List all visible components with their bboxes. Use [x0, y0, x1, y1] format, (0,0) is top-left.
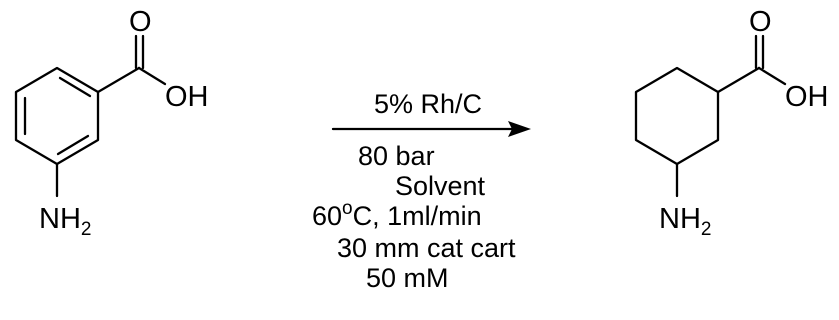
product-amine-subscript: 2 [701, 219, 712, 240]
reactant-molecule: O OH NH2 [14, 6, 209, 240]
reactant-amine-subscript: 2 [81, 219, 92, 240]
reactant-ring-to-carboxyl-bond [96, 66, 141, 94]
condition-concentration: 50 mM [366, 263, 449, 293]
reactant-amine-text: NH [39, 203, 81, 235]
condition-solvent: Solvent [395, 171, 486, 201]
reactant-hydroxyl-label: OH [165, 81, 209, 113]
reactant-ring-bonds [14, 66, 100, 166]
condition-temp-unit-flow: C, 1ml/min [353, 201, 482, 231]
product-molecule: O OH NH2 [634, 6, 829, 240]
arrow-head [508, 121, 531, 137]
reactant-amine-label: NH2 [39, 203, 91, 240]
reactant-carbonyl-oxygen: O [129, 6, 152, 38]
condition-pressure: 80 bar [358, 141, 435, 171]
reactant-c-oh-bond [137, 66, 167, 86]
reaction-conditions: 80 bar Solvent 60oC, 1ml/min 30 mm cat c… [312, 141, 516, 293]
product-amine-label: NH2 [659, 203, 711, 240]
condition-temperature-flow: 60oC, 1ml/min [312, 198, 482, 231]
catalyst-label: 5% Rh/C [374, 89, 482, 119]
product-hydroxyl-label: OH [785, 81, 829, 113]
reactant-aromatic-bond-1 [58, 76, 92, 98]
reactant-benzene-ring [14, 66, 100, 166]
reactant-aromatic-bond-2 [56, 134, 90, 156]
product-c-oh-bond [757, 66, 787, 86]
condition-degree-symbol: o [342, 198, 353, 219]
product-ring-to-carboxyl-bond [716, 66, 761, 94]
condition-temp-value: 60 [312, 201, 342, 231]
reaction-arrow [331, 121, 531, 137]
product-cyclohexane-ring [634, 66, 720, 166]
condition-cartridge: 30 mm cat cart [337, 233, 516, 263]
product-amine-text: NH [659, 203, 701, 235]
product-carbonyl-oxygen: O [749, 6, 772, 38]
